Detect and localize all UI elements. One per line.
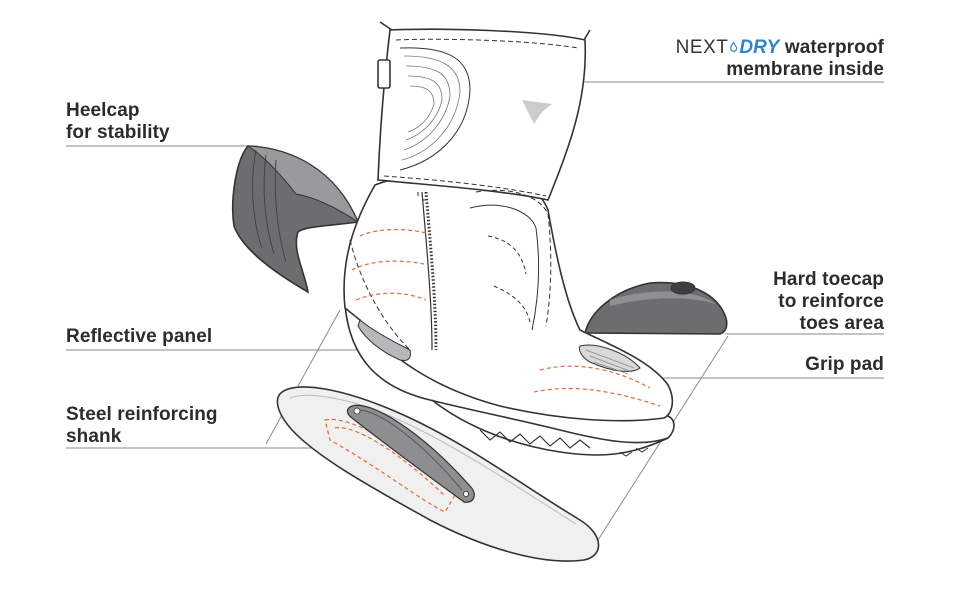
boot-body xyxy=(343,21,675,457)
label-reflective: Reflective panel xyxy=(66,326,212,348)
label-membrane-rest: waterproof xyxy=(779,37,884,58)
label-toecap-line2: to reinforce xyxy=(778,291,884,312)
label-shank-line1: Steel reinforcing xyxy=(66,404,218,425)
label-grip: Grip pad xyxy=(805,354,884,376)
label-heelcap: Heelcap for stability xyxy=(66,100,170,144)
label-toecap-line1: Hard toecap xyxy=(773,269,884,290)
label-toecap-line3: toes area xyxy=(799,313,884,334)
label-membrane: NEXT DRY waterproof membrane inside xyxy=(676,37,884,81)
label-membrane-line1: NEXT DRY waterproof xyxy=(676,37,884,59)
leader-reflective-drop xyxy=(265,309,341,445)
toecap-part xyxy=(583,281,728,335)
label-heelcap-line1: Heelcap xyxy=(66,100,140,121)
brand-next-text: NEXT xyxy=(675,37,729,58)
brand-dry-text: DRY xyxy=(739,37,780,58)
heelcap-part xyxy=(231,145,360,294)
label-membrane-line2: membrane inside xyxy=(726,59,884,80)
steel-shank xyxy=(346,404,475,503)
label-shank-line2: shank xyxy=(66,426,122,447)
label-heelcap-line2: for stability xyxy=(66,122,170,143)
label-toecap: Hard toecap to reinforce toes area xyxy=(773,269,884,335)
brand-drop-icon xyxy=(730,42,738,52)
label-shank: Steel reinforcing shank xyxy=(66,404,218,448)
orange-stitching xyxy=(351,228,661,407)
insole-part xyxy=(276,386,600,562)
label-reflective-line1: Reflective panel xyxy=(66,326,213,347)
label-grip-line1: Grip pad xyxy=(805,354,884,375)
